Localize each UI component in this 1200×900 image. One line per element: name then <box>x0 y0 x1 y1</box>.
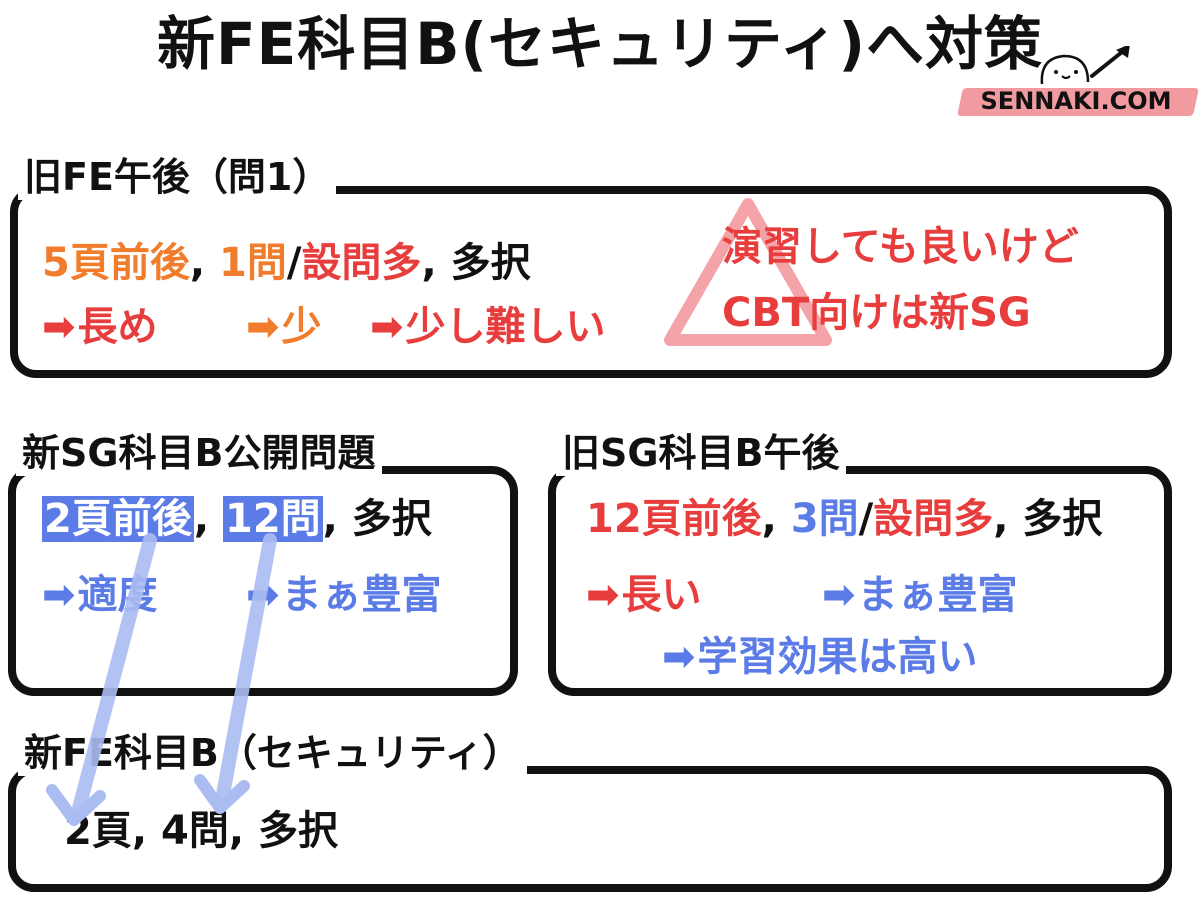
new-sg-moderate: ➡適度 <box>42 570 158 620</box>
arrow-right-icon: ➡ <box>370 304 404 350</box>
old-sg-row1: 12頁前後, 3問/設問多, 多択 <box>586 494 1102 544</box>
new-fe-sec-row1: 2頁, 4問, 多択 <box>64 806 338 856</box>
old-sg-effect: ➡学習効果は高い <box>662 632 978 682</box>
new-sg-label: 新SG科目B公開問題 <box>16 430 382 476</box>
new-fe-sec-pages: 2頁 <box>64 808 132 854</box>
new-fe-sec-questions: 4問 <box>160 808 229 854</box>
sep: , <box>322 496 338 542</box>
sep: , <box>189 240 206 286</box>
new-sg-row1: 2頁前後, 12問, 多択 <box>42 494 432 544</box>
old-fe-hard-text: 少し難しい <box>405 304 606 350</box>
page-title: 新FE科目B(セキュリティ)へ対策 <box>157 10 1043 78</box>
arrow-right-icon: ➡ <box>246 304 280 350</box>
arrow-right-icon: ➡ <box>42 572 76 618</box>
old-sg-label: 旧SG科目B午後 <box>556 430 846 476</box>
sep: , <box>193 496 210 542</box>
new-sg-questions: 12問 <box>222 496 323 542</box>
arrow-right-icon: ➡ <box>822 572 856 618</box>
slash: / <box>286 240 302 286</box>
sep: , <box>228 808 245 854</box>
old-fe-row1: 5頁前後, 1問/設問多, 多択 <box>42 238 531 288</box>
sep: , <box>761 496 777 542</box>
old-sg-rich: ➡まぁ豊富 <box>822 570 1018 620</box>
arrow-right-icon: ➡ <box>586 572 620 618</box>
slash: / <box>858 496 874 542</box>
arrow-right-icon: ➡ <box>42 304 76 350</box>
old-sg-questions: 3問 <box>790 496 859 542</box>
old-fe-box <box>10 186 1172 378</box>
old-fe-label: 旧FE午後（問1） <box>18 154 337 200</box>
new-fe-sec-choice: 多択 <box>257 808 338 854</box>
old-sg-pages: 12頁前後 <box>586 496 762 542</box>
old-sg-long-text: 長い <box>621 572 702 618</box>
old-sg-box <box>548 466 1172 696</box>
new-sg-choice: 多択 <box>351 496 432 542</box>
old-fe-note-line2: CBT向けは新SG <box>722 290 1031 336</box>
sep: , <box>993 496 1009 542</box>
old-sg-effect-text: 学習効果は高い <box>697 634 978 680</box>
new-sg-pages: 2頁前後 <box>42 496 194 542</box>
old-fe-long: 長め <box>77 304 158 350</box>
old-fe-note-line1: 演習しても良いけど <box>722 224 1079 270</box>
arrow-right-icon: ➡ <box>662 634 696 680</box>
new-sg-rich-text: まぁ豊富 <box>281 572 442 618</box>
old-fe-hard: ➡少し難しい <box>370 302 606 352</box>
old-sg-choice: 多択 <box>1022 496 1103 542</box>
new-sg-moderate-text: 適度 <box>77 572 158 618</box>
old-sg-rich-text: まぁ豊富 <box>857 572 1018 618</box>
old-sg-subq: 設問多 <box>873 496 994 542</box>
new-fe-sec-label: 新FE科目B（セキュリティ） <box>18 730 527 776</box>
arrow-right-icon: ➡ <box>246 572 280 618</box>
brand-text: SENNAKI.COM <box>980 87 1172 115</box>
old-fe-few: ➡少 <box>246 302 322 352</box>
old-fe-few-text: 少 <box>281 304 322 350</box>
old-sg-long: ➡長い <box>586 570 702 620</box>
old-fe-subq: 設問多 <box>301 240 422 286</box>
sep: , <box>131 808 148 854</box>
doodle-face-with-brush-icon <box>1040 46 1130 85</box>
old-fe-choice: 多択 <box>450 240 531 286</box>
sep: , <box>421 240 437 286</box>
warning-triangle-icon <box>664 198 832 346</box>
new-fe-sec-box <box>8 766 1172 892</box>
new-sg-rich: ➡まぁ豊富 <box>246 570 442 620</box>
old-fe-row2: ➡長め <box>42 302 158 352</box>
old-fe-questions: 1問 <box>218 240 287 286</box>
old-fe-pages: 5頁前後 <box>42 240 190 286</box>
